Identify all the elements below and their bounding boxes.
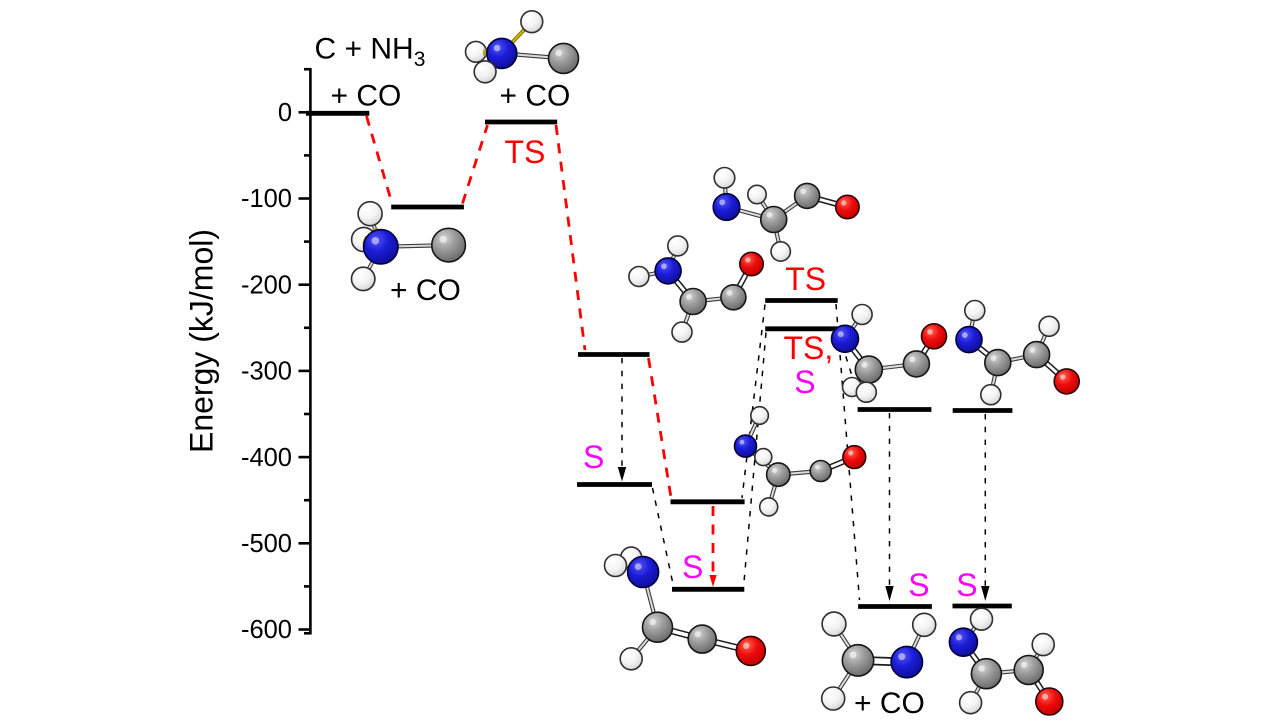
svg-text:-400: -400	[241, 444, 292, 472]
svg-text:+ CO: + CO	[331, 80, 402, 113]
svg-text:-500: -500	[241, 530, 292, 558]
svg-text:+ CO: + CO	[854, 687, 925, 719]
svg-text:S: S	[682, 549, 703, 585]
svg-text:C + NH3: C + NH3	[315, 33, 426, 72]
svg-text:0: 0	[278, 99, 292, 127]
svg-text:S: S	[583, 439, 604, 475]
svg-text:-200: -200	[241, 271, 292, 299]
svg-text:TS: TS	[505, 134, 546, 170]
svg-text:-100: -100	[241, 185, 292, 213]
svg-text:S: S	[908, 567, 929, 603]
svg-text:TS: TS	[785, 261, 826, 297]
svg-text:+ CO: + CO	[390, 274, 461, 307]
svg-text:-600: -600	[241, 616, 292, 644]
svg-text:TS,: TS,	[784, 330, 834, 366]
svg-text:S: S	[794, 364, 815, 400]
svg-text:Energy (kJ/mol): Energy (kJ/mol)	[184, 229, 220, 453]
svg-text:S: S	[956, 567, 977, 603]
svg-text:+ CO: + CO	[500, 80, 571, 113]
svg-text:-300: -300	[241, 358, 292, 386]
